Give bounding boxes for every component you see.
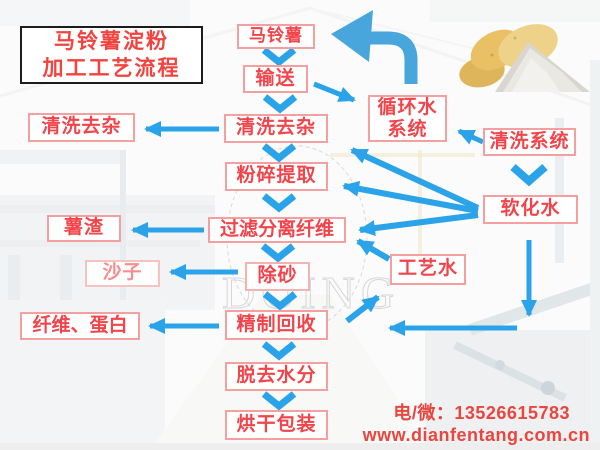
return-arrow — [331, 10, 418, 84]
arrow-softened-to-wash — [350, 147, 480, 211]
water-circulating-line2: 系统 — [387, 118, 428, 140]
flow-step-refine: 精制回收 — [225, 310, 328, 340]
chart-title: 马铃薯淀粉 加工工艺流程 — [20, 26, 203, 84]
flow-step-potato: 马铃薯 — [237, 24, 315, 49]
water-circulating-system: 循环水 系统 — [368, 95, 447, 142]
flow-step-dry-pack: 烘干包装 — [225, 410, 328, 440]
arrow-process-to-filter — [356, 238, 391, 262]
water-softened: 软化水 — [483, 195, 578, 224]
flow-step-dewater: 脱去水分 — [225, 362, 328, 391]
arrow-refine-to-dewater — [261, 341, 297, 361]
arrow-potato-to-convey — [261, 47, 297, 67]
byproduct-wash-out: 清洗去杂 — [28, 113, 135, 142]
byproduct-residue: 薯渣 — [47, 215, 121, 242]
flow-step-convey: 输送 — [243, 65, 308, 93]
arrow-filter-to-desand — [260, 243, 296, 263]
arrow-convey-to-wash — [262, 94, 298, 114]
arrow-desand-to-refine — [262, 291, 298, 311]
contact-phone: 电/微：13526615783 — [393, 403, 570, 423]
flow-step-wash: 清洗去杂 — [224, 114, 328, 143]
arrow-softened-to-filter — [358, 212, 479, 237]
arrow-wash-to-crush — [261, 143, 297, 163]
water-washing-system: 清洗系统 — [483, 128, 576, 156]
arrow-dewater-to-dry — [261, 391, 297, 411]
arrow-refine-to-process — [345, 294, 380, 324]
arrow-softened-to-crush — [342, 180, 479, 214]
water-circulating-line1: 循环水 — [377, 96, 438, 118]
water-process: 工艺水 — [390, 254, 466, 285]
byproduct-sand: 沙子 — [85, 260, 160, 287]
arrow-crush-to-filter — [261, 193, 297, 213]
chart-title-line1: 马铃薯淀粉 — [54, 29, 169, 53]
flow-step-filter: 过滤分离纤维 — [208, 217, 346, 243]
byproduct-fiber-protein: 纤维、蛋白 — [20, 312, 140, 340]
arrow-washsys-to-softened — [510, 163, 548, 187]
chart-title-line2: 加工工艺流程 — [42, 57, 181, 80]
flow-step-desand: 除砂 — [245, 262, 310, 291]
flow-step-crush: 粉碎提取 — [225, 162, 328, 191]
arrow-convey-to-circulating — [313, 81, 356, 103]
contact-info: 电/微：13526615783 www.dianfentang.com.cn — [363, 402, 590, 446]
arrow-washsys-to-circulating — [457, 128, 485, 145]
contact-website: www.dianfentang.com.cn — [362, 425, 590, 445]
